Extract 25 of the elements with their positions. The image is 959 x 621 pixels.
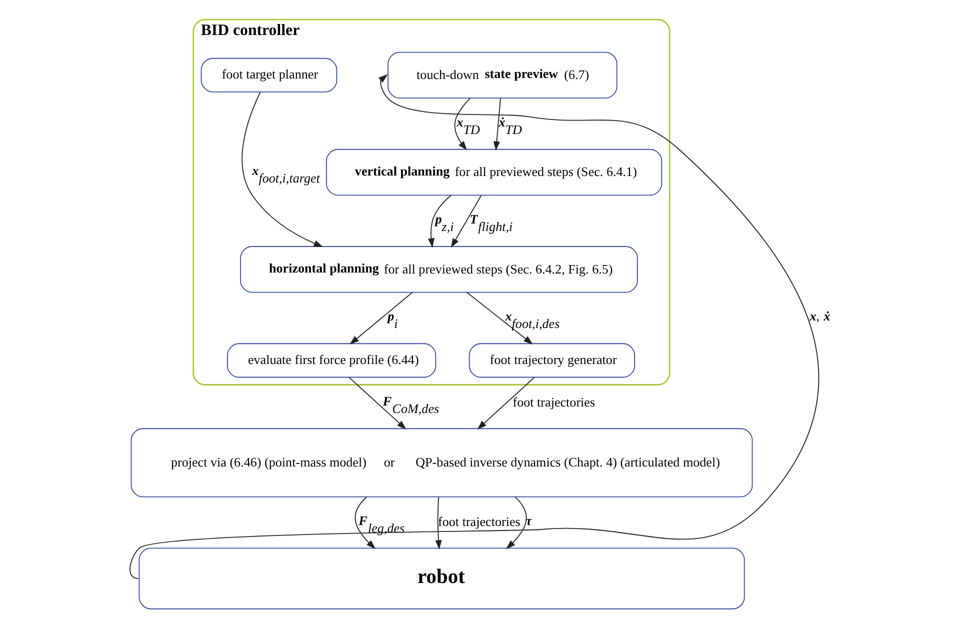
node-box: project via (6.46) (point-mass model) or QP-based inverse dynamics (Chapt. 4) (articulated model)	[130, 428, 752, 498]
arrow	[466, 292, 532, 344]
arrow	[450, 194, 482, 248]
node-box: horizontal planning for all previewed steps (Sec. 6.4.2, Fig. 6.5)	[240, 246, 638, 293]
node-box: foot trajectory generator	[468, 343, 635, 378]
arrow	[476, 376, 534, 430]
edge-label: foot trajectories	[512, 394, 595, 410]
arrow	[129, 74, 819, 579]
node-box: evaluate first force profile (6.44)	[226, 343, 436, 378]
arrow	[241, 92, 323, 248]
arrow	[354, 496, 376, 549]
arrow	[348, 376, 406, 430]
node-box: robot	[138, 548, 744, 610]
node-box: vertical planning for all previewed steps (Sec. 6.4.1)	[325, 148, 662, 196]
arrow	[427, 194, 451, 248]
edge-label: τ	[525, 513, 532, 528]
node-box: touch-down state preview (6.7)	[387, 52, 617, 98]
arrow	[349, 292, 412, 345]
arrow	[434, 496, 442, 550]
arrow	[454, 98, 470, 150]
arrow	[506, 496, 526, 550]
node-box: foot target planner	[200, 58, 337, 92]
edge-label: foot trajectories	[438, 514, 520, 529]
edge-label: x, ẋ	[809, 308, 830, 324]
arrow	[492, 98, 500, 151]
